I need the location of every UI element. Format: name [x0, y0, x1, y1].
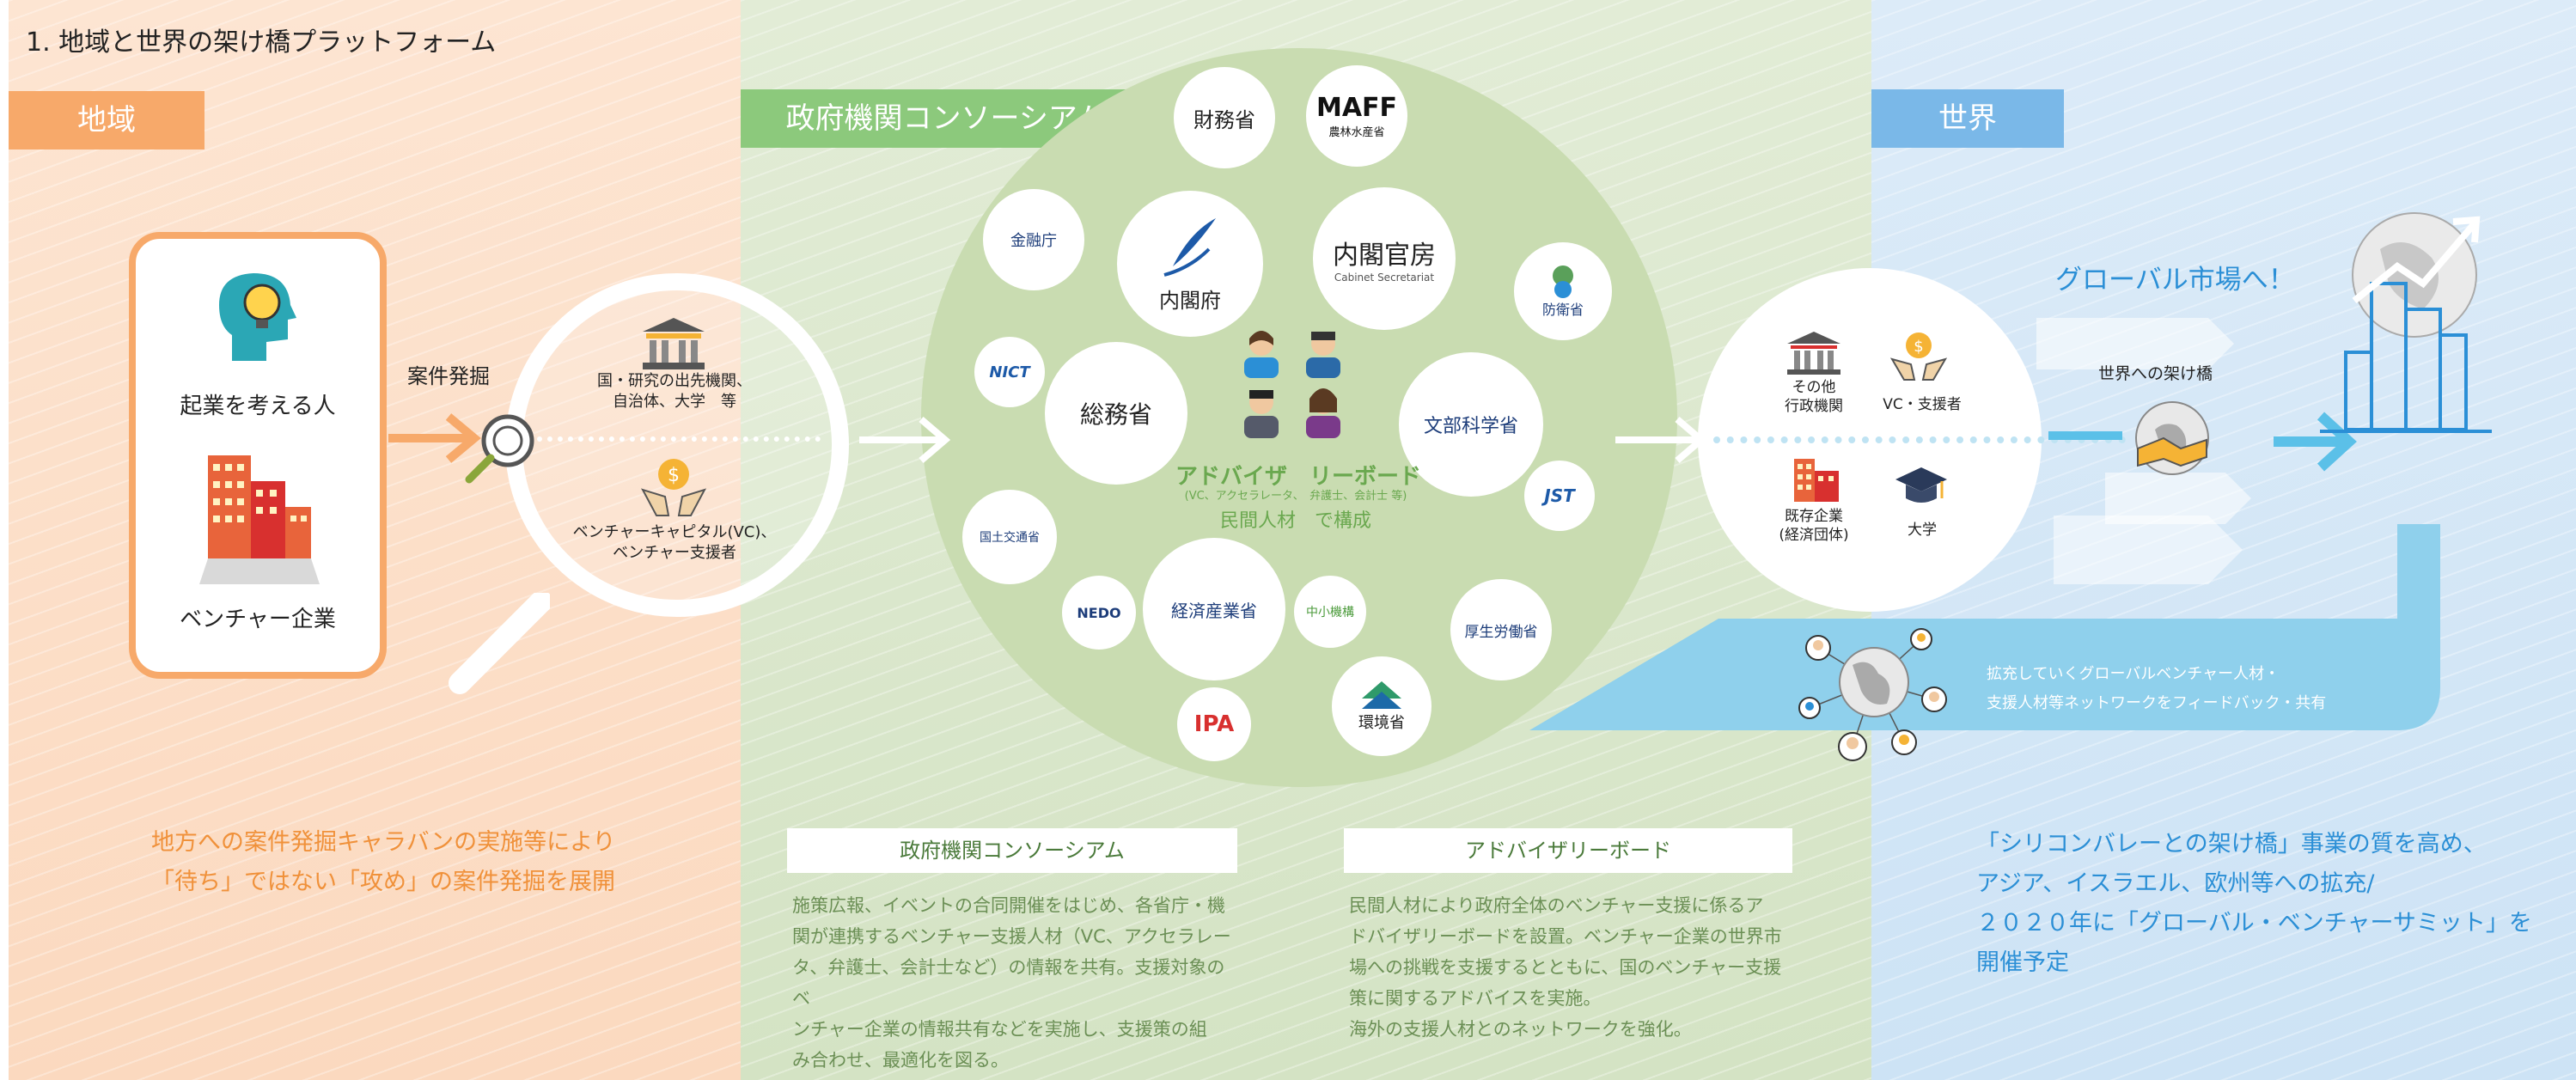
discovery-arrow-icon: [388, 413, 481, 463]
global-market-label: グローバル市場へ！: [2055, 265, 2295, 296]
feedback-line2: 支援人材等ネットワークをフィードバック・共有: [1987, 694, 2327, 712]
advisor-title: アドバイザ リーボード: [1175, 464, 1422, 490]
svg-text:$: $: [668, 465, 680, 486]
world-summary-line4: 開催予定: [1976, 949, 2069, 976]
arrow-to-consortium-icon: [859, 416, 951, 464]
world-summary-line2: アジア、イスラエル、欧州等への拡充/: [1976, 870, 2375, 897]
org-chusho: 中小機構: [1294, 576, 1366, 648]
corporate-building-icon: [1794, 459, 1839, 502]
org-kosei: 厚生労働省: [1450, 579, 1552, 680]
lens-item-vc: ベンチャーキャピタル(VC)、 ベンチャー支援者: [572, 523, 777, 562]
org-ipa: IPA: [1177, 687, 1251, 761]
world-summary-line3: ２０２０年に「グローバル・ベンチャーサミット」を: [1976, 910, 2532, 937]
org-monbu: 文部科学省: [1399, 352, 1543, 497]
money-hands-icon: $: [640, 459, 707, 516]
advisory-box-title: アドバイザリーボード: [1344, 828, 1792, 873]
org-maff: MAFF 農林水産省: [1306, 65, 1407, 167]
advisors-people-icon: [1244, 331, 1340, 438]
building-icon: [199, 455, 320, 584]
founder-label: 起業を考える人: [180, 394, 336, 419]
blue-arrow-icon: [2274, 412, 2357, 472]
org-nedo: NEDO: [1062, 576, 1136, 650]
org-naikakufu: 内閣府: [1117, 191, 1263, 337]
local-summary-line1: 地方への案件発掘キャラバンの実施等により: [151, 829, 616, 856]
org-kinyu: 金融庁: [983, 189, 1084, 290]
svg-text:$: $: [1914, 338, 1923, 356]
naikakufu-logo-icon: [1163, 217, 1216, 277]
page-title: 1. 地域と世界の架け橋プラットフォーム: [26, 27, 497, 58]
local-banner: 地域: [9, 91, 204, 149]
world-dotted-line: [1713, 436, 2126, 443]
org-nict: NICT: [974, 337, 1045, 407]
consortium-box-title: 政府機関コンソーシアム: [787, 828, 1237, 873]
search-icon: [465, 414, 534, 484]
magnifier-handle-icon: [449, 593, 550, 694]
bridge-label: 世界への架け橋: [2098, 364, 2213, 383]
other-gov-label: その他 行政機関: [1785, 379, 1843, 415]
global-city-icon: [2320, 212, 2492, 433]
venture-label: ベンチャー企業: [180, 607, 336, 632]
org-boei: 防衛省: [1514, 242, 1612, 340]
university-label: 大学: [1908, 522, 1937, 539]
vc-label: VC・支援者: [1883, 396, 1962, 413]
lightbulb-head-icon: [219, 273, 296, 361]
lens-item-research: 国・研究の出先機関、 自治体、大学 等: [597, 372, 752, 411]
boei-logo-icon: [1553, 265, 1573, 298]
org-keisan: 経済産業省: [1143, 538, 1285, 680]
advisor-sub: (VC、アクセラレータ、 弁護士、会計士 等): [1184, 490, 1407, 503]
blue-connector-line: [2048, 431, 2122, 440]
org-jst: JST: [1524, 461, 1595, 531]
consortium-body: 施策広報、イベントの合同開催をはじめ、各省庁・機 関が連携するベンチャー支援人材…: [792, 895, 1231, 1071]
handshake-globe-icon: [2135, 401, 2209, 475]
world-summary-line1: 「シリコンバレーとの架け橋」事業の質を高め、: [1976, 831, 2487, 857]
global-network-icon: [1798, 628, 1947, 761]
org-naikaku-kanbo: 内閣官房 Cabinet Secretariat: [1313, 187, 1456, 330]
government-building-icon: [643, 318, 705, 369]
vc-money-hands-icon: $: [1890, 333, 1947, 381]
local-summary-line2: 「待ち」ではない「攻め」の案件発掘を展開: [151, 869, 615, 895]
org-kokudo: 国土交通省: [962, 490, 1057, 584]
white-speed-arrows: [2036, 318, 2251, 584]
org-somu: 総務省: [1045, 342, 1187, 485]
world-banner: 世界: [1871, 89, 2064, 148]
lens-dotted-line: [537, 436, 821, 442]
advisory-body: 民間人材により政府全体のベンチャー支援に係るア ドバイザリーボードを設置。ベンチ…: [1349, 895, 1782, 1040]
existing-corp-label: 既存企業 (経済団体): [1779, 508, 1849, 544]
org-kankyo: 環境省: [1332, 656, 1431, 756]
other-gov-building-icon: [1787, 332, 1840, 375]
feedback-line1: 拡充していくグローバルベンチャー人材・: [1987, 665, 2280, 683]
discovery-label: 案件発掘: [407, 364, 490, 388]
arrow-to-world-icon: [1615, 416, 1707, 464]
kankyo-logo-icon: [1362, 681, 1401, 709]
advisor-note: 民間人材 で構成: [1219, 510, 1371, 532]
org-zaimu: 財務省: [1174, 67, 1275, 168]
graduation-cap-icon: [1895, 467, 1947, 503]
